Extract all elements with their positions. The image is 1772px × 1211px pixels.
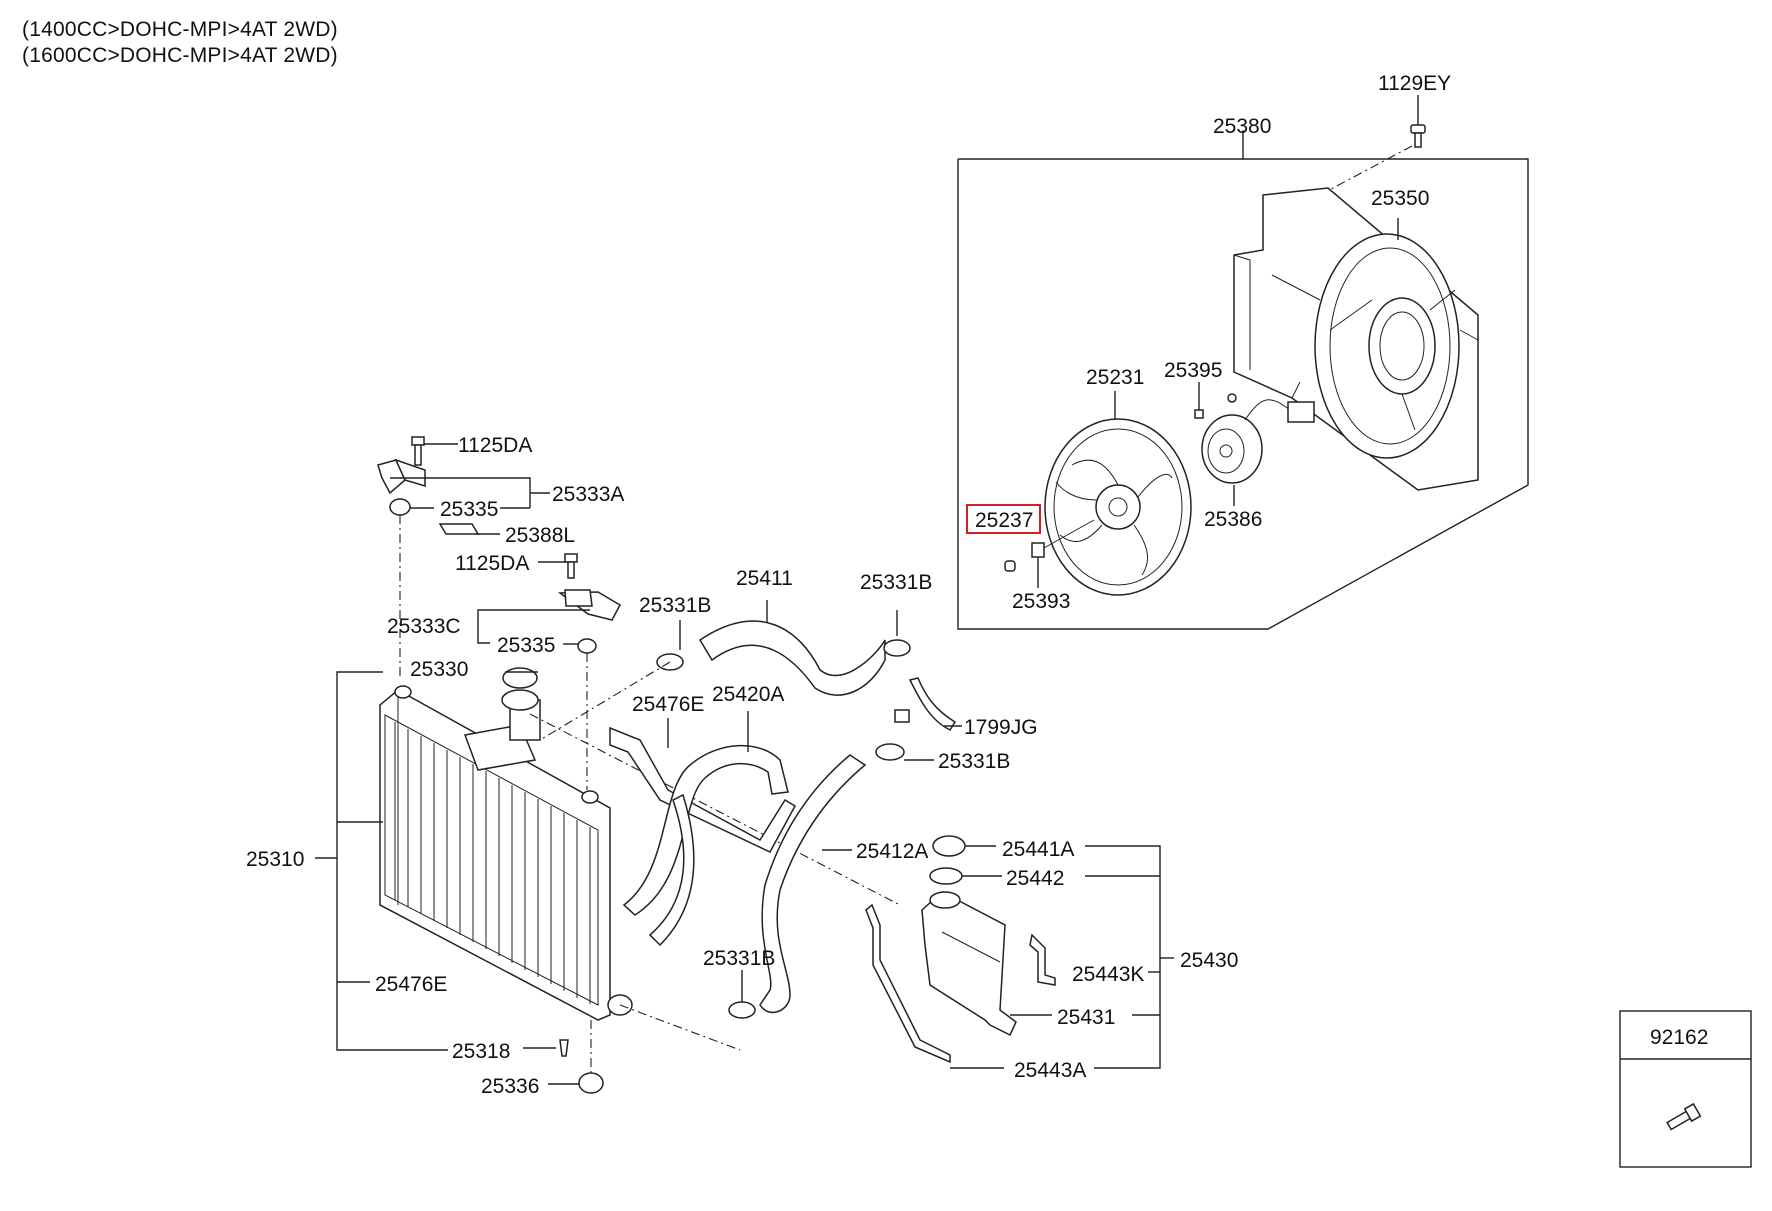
fan-motor-25386	[1201, 393, 1315, 506]
callout-25318: 25318	[452, 1040, 510, 1063]
grommet-25335-mid	[563, 638, 597, 654]
callout-25442: 25442	[1006, 867, 1064, 890]
engine-spec-line-2: (1600CC>DOHC-MPI>4AT 2WD)	[22, 44, 338, 67]
callout-25443A: 25443A	[1014, 1059, 1086, 1082]
fan-shroud-25350	[1233, 187, 1479, 491]
callout-25431: 25431	[1057, 1006, 1115, 1029]
callout-25393: 25393	[1012, 590, 1070, 613]
callout-1129EY: 1129EY	[1378, 72, 1451, 95]
callout-25331B-b: 25331B	[860, 571, 932, 594]
breather-hose-25476E-top	[609, 718, 797, 853]
callout-25412A: 25412A	[856, 840, 928, 863]
callout-25333C: 25333C	[387, 615, 461, 638]
callout-25388L: 25388L	[505, 524, 575, 547]
callout-25476E-top: 25476E	[632, 693, 704, 716]
callout-25350: 25350	[1371, 187, 1429, 210]
inset-panel-92162	[1619, 1010, 1752, 1168]
callout-25380: 25380	[1213, 115, 1271, 138]
pad-25388L	[438, 523, 500, 535]
callout-92162: 92162	[1650, 1026, 1708, 1049]
callout-25395: 25395	[1164, 359, 1222, 382]
callout-25476E-bot: 25476E	[375, 973, 447, 996]
callout-25420A: 25420A	[712, 683, 784, 706]
radiator-25310	[379, 685, 901, 1051]
clip-25393	[1031, 519, 1095, 588]
grommet-25335-top	[389, 498, 530, 516]
clamp-25331B-b	[539, 610, 911, 741]
nut-25237	[1004, 560, 1016, 572]
screw-25395	[1194, 382, 1204, 419]
overflow-hose-25443A	[865, 903, 951, 1064]
hose-25420A	[622, 711, 789, 947]
highlight-box-25237	[966, 504, 1041, 534]
fan-blade-25231	[1044, 391, 1192, 596]
callout-25441A: 25441A	[1002, 838, 1074, 861]
callout-25331B-a: 25331B	[639, 594, 711, 617]
callout-25237: 25237	[975, 509, 1033, 532]
lower-hose-25412A	[759, 754, 867, 1014]
callout-25336: 25336	[481, 1075, 539, 1098]
callout-1125DA-mid: 1125DA	[455, 552, 529, 575]
drain-plug-25318	[523, 1039, 569, 1057]
callout-25430: 25430	[1180, 949, 1238, 972]
cap-25441A	[932, 835, 996, 857]
callout-1125DA-top: 1125DA	[458, 434, 532, 457]
clamp-25331B-c	[875, 743, 934, 761]
bracket-25333C	[477, 589, 621, 644]
bolt-1125DA-top	[411, 436, 458, 466]
callout-25231: 25231	[1086, 366, 1144, 389]
upper-hose-25411	[698, 600, 886, 696]
callout-25331B-d: 25331B	[703, 947, 775, 970]
mount-25336	[548, 1020, 604, 1094]
callout-25443K: 25443K	[1072, 963, 1144, 986]
radiator-cap-25330	[502, 667, 538, 689]
callout-25310: 25310	[246, 848, 304, 871]
callout-25330: 25330	[410, 658, 468, 681]
bracket-25333A	[377, 458, 550, 508]
callout-25335-top: 25335	[440, 498, 498, 521]
bolt-1125DA-mid	[538, 553, 578, 579]
clamp-25331B-d	[728, 970, 756, 1019]
callout-25335-mid: 25335	[497, 634, 555, 657]
callout-25411: 25411	[736, 567, 793, 590]
callout-25331B-c: 25331B	[938, 750, 1010, 773]
tie-1799JG	[894, 677, 962, 731]
callout-25386: 25386	[1204, 508, 1262, 531]
reservoir-25431	[921, 891, 1056, 1037]
engine-spec-line-1: (1400CC>DOHC-MPI>4AT 2WD)	[22, 18, 338, 41]
seal-25442	[929, 867, 1002, 885]
bolt-1129EY	[1317, 95, 1426, 197]
callout-1799JG: 1799JG	[964, 716, 1038, 739]
callout-25333A: 25333A	[552, 483, 624, 506]
fan-assembly-frame	[957, 130, 1529, 630]
